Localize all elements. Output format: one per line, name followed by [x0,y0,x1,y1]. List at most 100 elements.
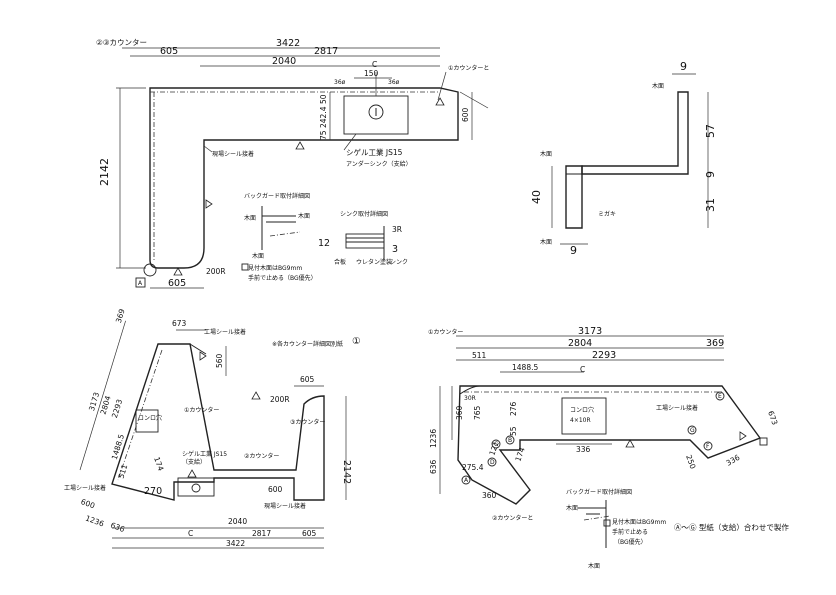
sec-40: 40 [530,190,543,204]
marker-c: C [494,441,498,448]
br-360b: 360 [482,491,497,500]
bl-2293: 2293 [110,398,124,419]
br-360: 360 [455,405,464,420]
bl-270: 270 [144,486,162,497]
bl-circle1: ① [352,336,361,347]
bl-3422: 3422 [226,539,245,548]
detail-backguard-top: バックガード取付詳細図 木面 木面 木面 見付木面はBG9mm 手前で止める（B… [241,192,317,282]
bg-detail-title: バックガード取付詳細図 [244,192,310,200]
br-511: 511 [472,351,487,360]
dim-3422: 3422 [276,38,300,49]
bl-c2: ②カウンター [244,452,279,460]
bl-cooker: コンロ穴 [138,414,162,422]
sink-urethane: ウレタン塗装 [356,258,392,266]
marker-f: F [706,443,710,450]
marker-e: E [718,393,722,400]
dim-2817: 2817 [314,46,338,57]
br-250: 250 [684,454,697,471]
center-mark: C [372,60,377,69]
bl-600a: 600 [80,497,97,510]
marker-a: A [138,280,143,287]
sec-face-mid: 木面 [540,150,552,158]
bl-c1: ①カウンター [184,406,219,414]
dim-242: 242.4 [319,106,328,128]
br-636: 636 [429,459,438,474]
dim-2142: 2142 [98,158,111,186]
dim-605-bottom: 605 [168,278,186,289]
br-bg-note1: 見付木面はBG9mm [612,518,666,526]
bottom-right-plan: ①カウンター 3173 2804 369 511 2293 1488.5 C コ… [428,326,789,570]
bl-605: 605 [300,375,315,384]
sink-3: 3 [392,244,398,255]
bg-note1: 見付木面はBG9mm [248,264,302,272]
br-bg-title: バックガード取付詳細図 [566,488,632,496]
sink-12: 12 [318,238,330,249]
dim-600: 600 [461,107,470,122]
bg-note2: 手前で止める（BG優先） [248,274,317,282]
bl-note: ※各カウンター詳細図別紙 [272,340,343,348]
dim-150: 150 [364,69,379,78]
bl-seal-left: 工場シール接着 [64,484,106,492]
marker-b: B [508,437,512,444]
bl-2817: 2817 [252,529,271,538]
bl-600b: 600 [268,485,283,494]
bl-seal-top: 工場シール接着 [204,328,246,336]
bl-560: 560 [215,353,224,368]
sec-57: 57 [704,124,717,138]
br-2804: 2804 [568,338,592,349]
br-174: 174 [513,446,526,463]
bl-2142: 2142 [341,460,352,484]
bg-face-top: 木面 [244,214,256,222]
br-336: 336 [576,445,591,454]
sec-9-top: 9 [680,60,687,73]
dim-605: 605 [160,46,178,57]
marker-g: G [690,427,695,434]
sink-plywood: 合板 [334,258,346,266]
bl-center: C [188,529,193,538]
seal-note: 現場シール接着 [212,150,254,158]
br-bg-face: 木面 [566,504,578,512]
sec-face-bot: 木面 [540,238,552,246]
dim-36b: 36ø [388,79,400,86]
sec-9-mid: 9 [704,171,717,178]
br-55: 55 [509,426,518,436]
br-275: 275.4 [462,463,484,472]
sec-31: 31 [704,198,717,212]
br-bg-note2: 手前で止める [612,528,648,536]
br-bg-face2: 木面 [588,562,600,570]
br-seal: 工場シール接着 [656,404,698,412]
sink-detail-title: シンク取付詳細図 [340,210,388,218]
bg-face-right: 木面 [298,212,310,220]
bl-sink-sup: （支給） [182,458,206,466]
bl-r200: 200R [270,395,290,404]
bl-1236: 1236 [84,514,105,529]
bl-sink-maker: シゲル工業 JS15 [182,450,227,458]
bl-seal-bot: 現場シール接着 [264,502,306,510]
bl-c3: ③カウンター [290,418,325,426]
dim-75: 75 [319,130,328,140]
br-765: 765 [473,405,482,420]
top-left-plan: ②③カウンター 3422 605 2817 2040 C 150 36ø 36ø… [96,38,489,289]
br-center: C [580,365,585,374]
br-1488: 1488.5 [512,363,538,372]
bl-369: 369 [114,308,127,325]
bl-511: 511 [117,463,130,480]
br-336b: 336 [725,453,742,468]
marker-d: D [490,459,495,466]
sink-maker: シゲル工業 JS15 [346,147,403,157]
br-2293: 2293 [592,350,616,361]
dim-2040: 2040 [272,56,296,67]
bl-605b: 605 [302,529,317,538]
dim-36a: 36ø [334,79,346,86]
sec-9-bot: 9 [570,244,577,257]
bl-2040: 2040 [228,517,247,526]
radius-200: 200R [206,267,226,276]
br-1236: 1236 [429,429,438,448]
br-276: 276 [509,401,518,416]
sink-label: シンク [390,259,408,266]
sink-r3: 3R [392,225,402,234]
br-r30: 30R [464,395,476,402]
detail-sink: シンク取付詳細図 3R 12 3 合板 ウレタン塗装 シンク [318,210,408,266]
marker-a: A [464,477,469,484]
br-template-note: Ⓐ〜Ⓖ 型紙（支給）合わせで製作 [674,522,789,532]
